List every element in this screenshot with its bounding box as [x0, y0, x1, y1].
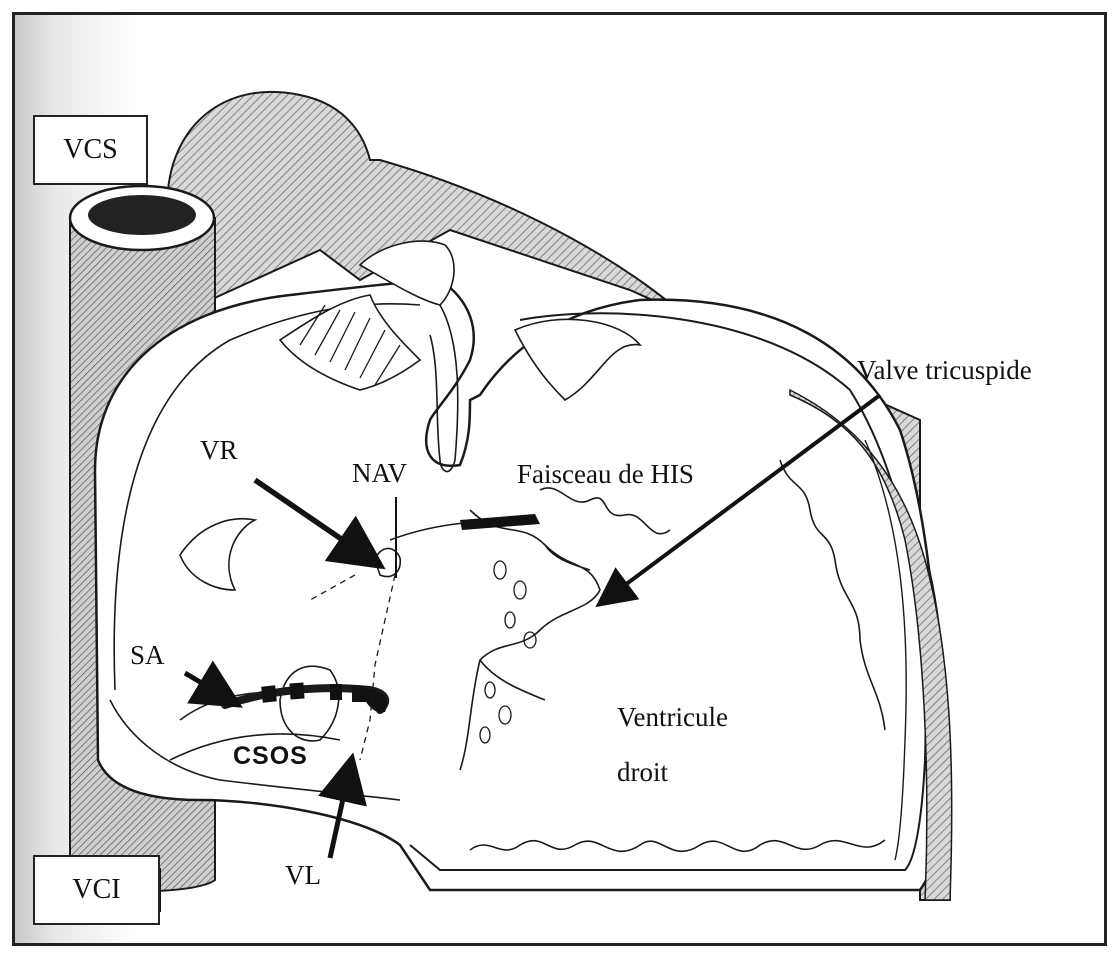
label-vl: VL: [285, 860, 321, 891]
label-vci: VCI: [72, 874, 120, 906]
label-ventricule-line1: Ventricule: [617, 702, 728, 733]
label-valve-tricuspide: Valve tricuspide: [857, 355, 1032, 386]
label-sa: SA: [130, 640, 165, 671]
label-faisceau-his: Faisceau de HIS: [517, 459, 694, 490]
label-vr: VR: [200, 435, 238, 466]
vcs-lumen: [88, 195, 196, 235]
label-nav: NAV: [352, 458, 407, 489]
label-ventricule-line2: droit: [617, 757, 668, 788]
label-box-vci: VCI: [33, 855, 160, 925]
label-vcs: VCS: [63, 134, 117, 166]
label-csos: CSOS: [233, 742, 308, 771]
label-box-vcs: VCS: [33, 115, 148, 185]
